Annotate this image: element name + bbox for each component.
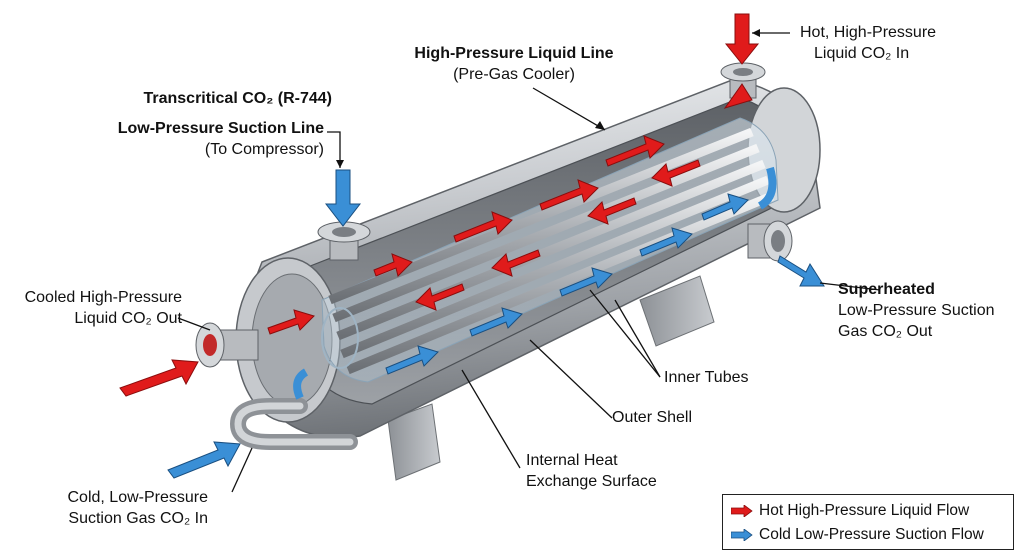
hot-flow-arrow-icon [731,505,753,517]
legend-hot-label: Hot High-Pressure Liquid Flow [759,502,970,519]
nozzles [195,62,793,450]
support-legs [387,275,715,481]
hp-liquid-line-label: High-Pressure Liquid Line [414,45,614,62]
hot-flow-arrows [119,13,760,397]
cooled-out-arrow [119,359,199,397]
suction-line-sublabel: (To Compressor) [204,141,324,158]
cold-flow-arrow-icon [731,529,753,541]
cold-in-arrow [167,441,241,479]
suction-in-arrow [324,169,362,227]
cooled-out-label-line1: Cooled High-Pressure [24,289,182,306]
superheated-label-line2: Low-Pressure Suction [838,302,995,319]
cold-in-label-line2: Suction Gas CO₂ In [68,510,208,527]
hp-liquid-line-sublabel: (Pre-Gas Cooler) [453,66,575,83]
title-label: Transcritical CO₂ (R-744) [143,90,332,107]
legend-cold-row: Cold Low-Pressure Suction Flow [731,525,984,545]
cold-in-label-line1: Cold, Low-Pressure [67,489,209,506]
inner-tubes-label: Inner Tubes [664,369,749,386]
suction-line-label: Low-Pressure Suction Line [117,120,324,137]
inner-tubes [321,117,779,383]
superheated-label-line3: Gas CO₂ Out [838,323,933,340]
superheated-label-line1: Superheated [838,281,935,298]
cold-flow-arrows [167,166,825,479]
cooled-out-label-line2: Liquid CO₂ Out [74,310,182,327]
legend: Hot High-Pressure Liquid Flow Cold Low-P… [722,494,1014,550]
legend-hot-row: Hot High-Pressure Liquid Flow [731,501,969,521]
hot-in-label-line1: Hot, High-Pressure [800,24,937,41]
hot-in-arrow [724,13,760,65]
superheated-out-arrow [777,255,825,287]
leader-lines [177,32,881,493]
heat-surface-label-line2: Exchange Surface [526,473,657,490]
outer-shell-label: Outer Shell [612,409,693,426]
heat-surface-label-line1: Internal Heat [526,452,618,469]
hot-in-label-line2: Liquid CO₂ In [814,45,910,62]
legend-cold-label: Cold Low-Pressure Suction Flow [759,526,984,543]
leader-arrowheads [336,29,760,168]
